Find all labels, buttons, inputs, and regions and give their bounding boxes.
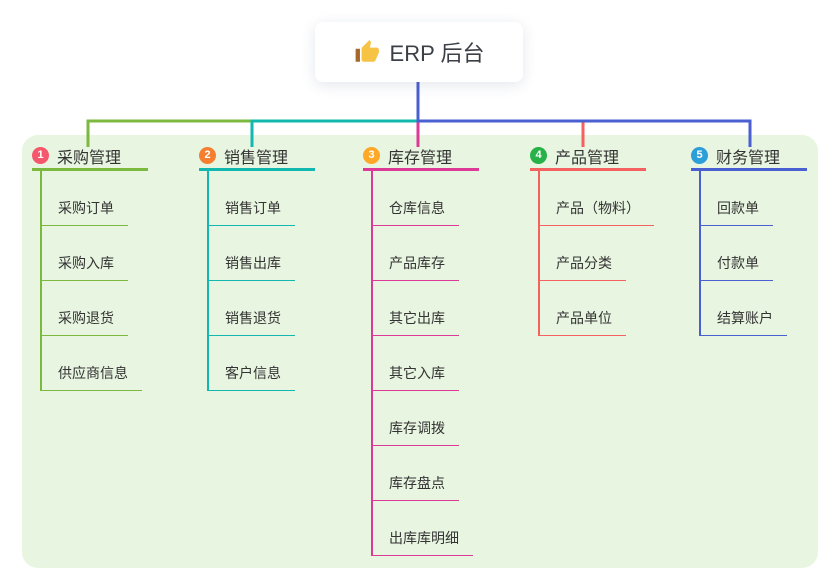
child-node-label: 结算账户: [699, 308, 787, 336]
child-node-label: 产品（物料）: [538, 198, 654, 226]
child-node[interactable]: 其它入库: [371, 336, 479, 391]
child-node-label: 产品单位: [538, 308, 626, 336]
branch-5: 5 财务管理回款单付款单结算账户: [691, 143, 807, 336]
child-node[interactable]: 付款单: [699, 226, 807, 281]
child-node-label: 供应商信息: [40, 363, 142, 391]
child-node-label: 销售出库: [207, 253, 295, 281]
child-node-label: 其它出库: [371, 308, 459, 336]
child-node-label: 回款单: [699, 198, 773, 226]
child-node[interactable]: 库存调拨: [371, 391, 479, 446]
child-node-label: 付款单: [699, 253, 773, 281]
child-node[interactable]: 销售出库: [207, 226, 315, 281]
child-node[interactable]: 产品（物料）: [538, 171, 654, 226]
child-node[interactable]: 采购入库: [40, 226, 148, 281]
branch-label: 财务管理: [716, 149, 781, 167]
branch-header[interactable]: 5 财务管理: [691, 143, 807, 171]
branch-number-badge: 2: [199, 147, 216, 164]
branch-children: 仓库信息产品库存其它出库其它入库库存调拨库存盘点出库库明细: [371, 171, 479, 556]
branch-2: 2 销售管理销售订单销售出库销售退货客户信息: [199, 143, 315, 391]
child-node[interactable]: 产品库存: [371, 226, 479, 281]
child-node[interactable]: 产品分类: [538, 226, 654, 281]
branch-vertical-line: [538, 171, 540, 336]
child-node[interactable]: 库存盘点: [371, 446, 479, 501]
child-node[interactable]: 仓库信息: [371, 171, 479, 226]
branch-label: 库存管理: [388, 149, 453, 167]
child-node-label: 采购退货: [40, 308, 128, 336]
mindmap-panel: [22, 135, 818, 568]
child-node[interactable]: 销售退货: [207, 281, 315, 336]
branch-label: 采购管理: [57, 149, 122, 167]
child-node[interactable]: 产品单位: [538, 281, 654, 336]
child-node[interactable]: 结算账户: [699, 281, 807, 336]
branch-vertical-line: [40, 171, 42, 391]
branch-3: 3 库存管理仓库信息产品库存其它出库其它入库库存调拨库存盘点出库库明细: [363, 143, 479, 556]
child-node-label: 库存调拨: [371, 418, 459, 446]
child-node-label: 出库库明细: [371, 528, 473, 556]
branch-header[interactable]: 4 产品管理: [530, 143, 646, 171]
child-node[interactable]: 供应商信息: [40, 336, 148, 391]
branch-label: 销售管理: [224, 149, 289, 167]
branch-children: 销售订单销售出库销售退货客户信息: [207, 171, 315, 391]
child-node-label: 产品库存: [371, 253, 459, 281]
branch-number-badge: 4: [530, 147, 547, 164]
child-node[interactable]: 销售订单: [207, 171, 315, 226]
branch-number-badge: 5: [691, 147, 708, 164]
child-node-label: 采购入库: [40, 253, 128, 281]
branch-vertical-line: [699, 171, 701, 336]
child-node[interactable]: 回款单: [699, 171, 807, 226]
branch-children: 采购订单采购入库采购退货供应商信息: [40, 171, 148, 391]
branch-header[interactable]: 3 库存管理: [363, 143, 479, 171]
child-node[interactable]: 采购退货: [40, 281, 148, 336]
branch-children: 回款单付款单结算账户: [699, 171, 807, 336]
child-node-label: 采购订单: [40, 198, 128, 226]
branch-vertical-line: [207, 171, 209, 391]
root-title: ERP 后台: [389, 41, 485, 66]
child-node-label: 其它入库: [371, 363, 459, 391]
branch-4: 4 产品管理产品（物料） 产品分类产品单位: [530, 143, 654, 336]
branch-label: 产品管理: [555, 149, 620, 167]
child-node-label: 销售退货: [207, 308, 295, 336]
thumbs-up-icon: [355, 40, 379, 62]
branch-vertical-line: [371, 171, 373, 556]
branch-number-badge: 3: [363, 147, 380, 164]
child-node-label: 仓库信息: [371, 198, 459, 226]
child-node[interactable]: 采购订单: [40, 171, 148, 226]
child-node-label: 产品分类: [538, 253, 626, 281]
branch-1: 1 采购管理采购订单采购入库采购退货供应商信息: [32, 143, 148, 391]
branch-number-badge: 1: [32, 147, 49, 164]
child-node[interactable]: 客户信息: [207, 336, 315, 391]
root-node[interactable]: ERP 后台: [315, 22, 523, 82]
child-node[interactable]: 其它出库: [371, 281, 479, 336]
child-node-label: 库存盘点: [371, 473, 459, 501]
branch-header[interactable]: 2 销售管理: [199, 143, 315, 171]
branch-header[interactable]: 1 采购管理: [32, 143, 148, 171]
child-node-label: 客户信息: [207, 363, 295, 391]
branch-children: 产品（物料） 产品分类产品单位: [538, 171, 654, 336]
child-node-label: 销售订单: [207, 198, 295, 226]
child-node[interactable]: 出库库明细: [371, 501, 479, 556]
